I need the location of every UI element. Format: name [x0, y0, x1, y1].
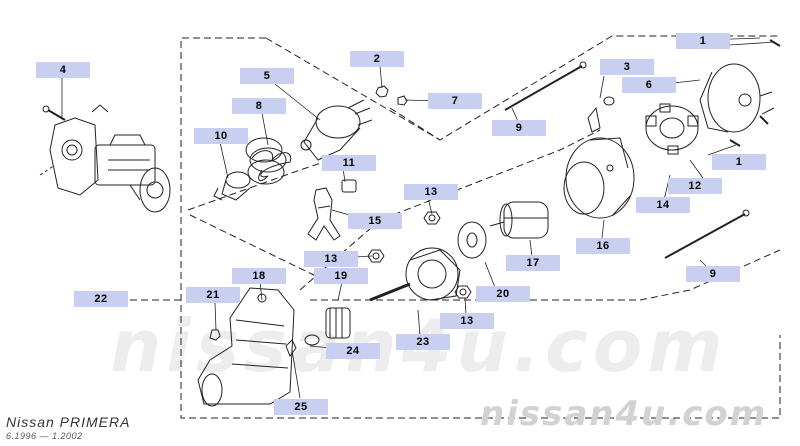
callout-8: 8	[232, 98, 286, 114]
callout-7: 7	[428, 93, 482, 109]
washer-part-3	[587, 96, 615, 133]
callout-21: 21	[186, 287, 240, 303]
pinion-part-19	[325, 307, 351, 339]
bolt-part-4	[42, 105, 66, 121]
callout-3: 3	[600, 59, 654, 75]
armature-part-17	[489, 201, 549, 239]
bolt-part-21	[209, 329, 221, 341]
spring-part-8	[245, 137, 292, 185]
callout-2: 2	[350, 51, 404, 67]
plunger-part-10	[213, 171, 251, 201]
through-bolt-part-9-top	[504, 61, 587, 111]
callout-13-mid: 13	[304, 251, 358, 267]
callout-22: 22	[74, 291, 128, 307]
clip-part-25	[285, 339, 297, 358]
assembly-frame	[120, 35, 781, 419]
callout-17: 17	[506, 255, 560, 271]
callout-25: 25	[274, 399, 328, 415]
callout-24: 24	[326, 343, 380, 359]
callout-4: 4	[36, 62, 90, 78]
callout-11: 11	[322, 155, 376, 171]
callout-13-bottom: 13	[440, 313, 494, 329]
leader-lines	[61, 37, 776, 399]
callout-18: 18	[232, 268, 286, 284]
yoke-part-16	[563, 137, 635, 219]
through-bolt-part-9-bottom	[664, 209, 750, 259]
rear-cover-part-6	[699, 63, 775, 133]
nut-part-2	[375, 85, 389, 98]
screw-part-1-top	[769, 39, 781, 47]
armature-part-23	[369, 247, 461, 302]
callout-20: 20	[476, 286, 530, 302]
callout-23: 23	[396, 334, 450, 350]
callout-5: 5	[240, 68, 294, 84]
callout-1-side: 1	[712, 154, 766, 170]
model-name: Nissan PRIMERA	[6, 414, 131, 430]
callout-9-bottom: 9	[686, 266, 740, 282]
bearing-part-13-b	[367, 249, 385, 263]
assembled-starter	[39, 104, 171, 213]
bearing-part-13-a	[423, 211, 441, 225]
shift-lever-part-15	[307, 187, 341, 241]
nut-part-7	[397, 95, 408, 106]
block-part-11	[341, 179, 357, 193]
ring-part-24	[304, 334, 320, 346]
callout-9-top: 9	[492, 120, 546, 136]
callout-6: 6	[622, 77, 676, 93]
callout-13-top: 13	[404, 184, 458, 200]
callout-10: 10	[194, 128, 248, 144]
callout-14: 14	[636, 197, 690, 213]
callout-12: 12	[668, 178, 722, 194]
callout-1-top: 1	[676, 33, 730, 49]
watermark-corner: nissan4u.com	[480, 394, 768, 434]
front-housing-part-18	[197, 287, 295, 407]
callout-19: 19	[314, 268, 368, 284]
bearing-part-13-c	[454, 285, 472, 299]
callout-16: 16	[576, 238, 630, 254]
screw-part-1-side	[729, 115, 769, 147]
callout-15: 15	[348, 213, 402, 229]
model-dates: 6.1996 — 1.2002	[6, 431, 83, 441]
washer-part-20	[457, 221, 487, 259]
solenoid-cap-part-5	[300, 99, 373, 161]
brush-holder-part-14	[645, 103, 699, 155]
